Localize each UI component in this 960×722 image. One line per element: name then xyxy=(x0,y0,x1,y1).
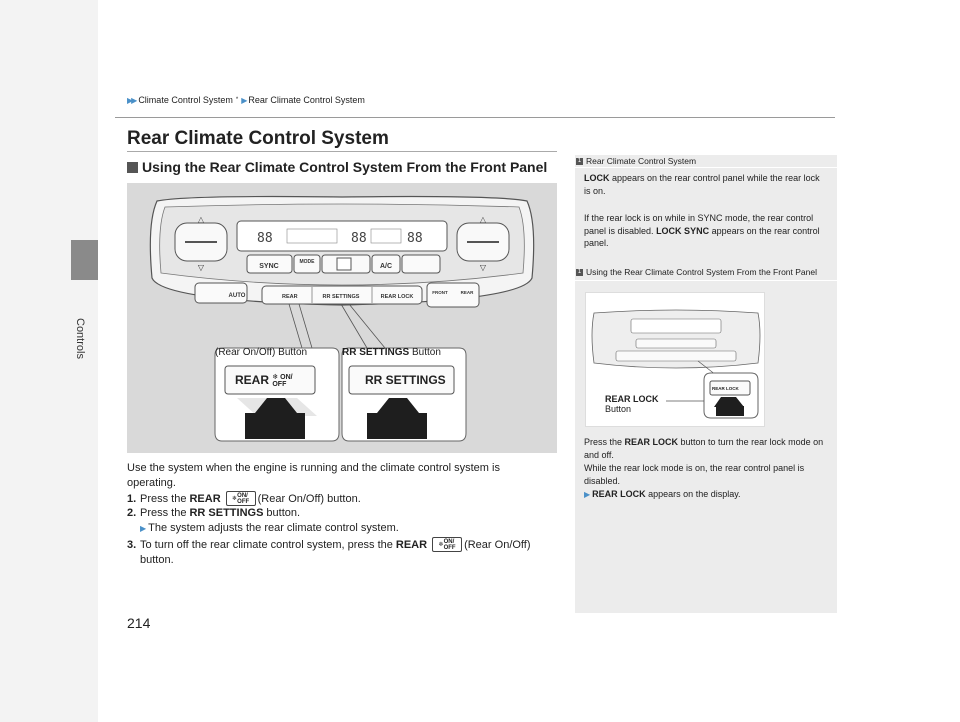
step-2-post: button. xyxy=(266,507,301,519)
note-1-p2a-text: If the rear lock is on while in SYNC mod… xyxy=(584,213,814,236)
svg-text:88: 88 xyxy=(257,231,273,246)
breadcrumb-arrow-icon: ▶ xyxy=(241,95,247,105)
note-1-p1-text: appears on the rear control panel while … xyxy=(584,173,820,196)
section-heading: Using the Rear Climate Control System Fr… xyxy=(127,159,547,175)
zoom-rr-settings-button[interactable]: RR SETTINGS xyxy=(365,373,446,387)
title-rule xyxy=(127,151,557,152)
breadcrumb: ▶▶ Climate Control System * ▶ Rear Clima… xyxy=(127,95,365,105)
note-2-p3-bold: REAR LOCK xyxy=(592,489,646,499)
control-panel-figure: △ ▽ △ ▽ 88 88 88 SYNC MODE A/C AUTO REAR… xyxy=(127,183,557,453)
result-arrow-icon: ▶ xyxy=(140,524,146,533)
note-2-paragraph-2: While the rear lock mode is on, the rear… xyxy=(584,463,805,486)
svg-text:REAR: REAR xyxy=(282,294,298,300)
section-square-icon xyxy=(127,161,138,173)
step-2-num: 2. xyxy=(127,507,137,519)
step-2-bold: RR SETTINGS xyxy=(189,507,264,519)
note-marker-icon: 1 xyxy=(576,157,583,165)
note-2-paragraph-1: Press the REAR LOCK button to turn the r… xyxy=(584,436,824,461)
section-tab-marker xyxy=(71,240,98,280)
callout-right-label: RR SETTINGS Button xyxy=(342,347,441,358)
step-3-post: (Rear On/Off) xyxy=(464,538,531,551)
callout-right-label-bold: RR SETTINGS xyxy=(342,347,410,358)
step-1: 1. Press the REAR ❄ON/OFF (Rear On/Off) … xyxy=(127,491,361,506)
onoff-bottom: OFF xyxy=(443,544,456,551)
svg-text:REAR LOCK: REAR LOCK xyxy=(381,294,414,300)
step-2: 2. Press the RR SETTINGS button. xyxy=(127,507,300,519)
breadcrumb-arrow-icon: ▶▶ xyxy=(127,95,137,105)
step-2-pre: Press the xyxy=(140,507,187,519)
note-marker-icon: 1 xyxy=(576,268,583,276)
svg-text:REAR: REAR xyxy=(461,290,475,295)
callout-right-label-rest: Button xyxy=(409,347,441,358)
step-1-bold: REAR xyxy=(189,492,221,505)
breadcrumb-item-climate[interactable]: Climate Control System xyxy=(138,95,233,105)
note-1-lock-bold: LOCK xyxy=(584,173,610,183)
side-margin xyxy=(0,0,98,722)
rear-lock-illustration xyxy=(591,309,761,419)
note-1-paragraph-2: If the rear lock is on while in SYNC mod… xyxy=(584,212,824,250)
step-2-result-text: The system adjusts the rear climate cont… xyxy=(148,522,399,534)
section-heading-text: Using the Rear Climate Control System Fr… xyxy=(142,159,548,175)
onoff-button-icon: ❄ON/OFF xyxy=(432,537,463,552)
step-3-num: 3. xyxy=(127,538,137,551)
note-1-p2b-text: appears on the rear control panel. xyxy=(584,225,820,249)
zoom-rear-button[interactable]: REAR ❄ ON/OFF xyxy=(235,373,293,388)
step-1-pre: Press the xyxy=(140,492,187,505)
svg-text:RR SETTINGS: RR SETTINGS xyxy=(323,294,360,300)
note-1-rule xyxy=(575,167,837,168)
svg-text:△: △ xyxy=(198,215,205,224)
page-title: Rear Climate Control System xyxy=(127,128,389,149)
rear-lock-callout-bold: REAR LOCK xyxy=(605,394,659,404)
note-1-title: 1 Rear Climate Control System xyxy=(576,156,696,166)
header-rule xyxy=(115,117,835,118)
note-2-p3-text: appears on the display. xyxy=(645,489,741,499)
zoom-onoff-text: ❄ ON/OFF xyxy=(272,373,293,388)
onoff-bottom: OFF xyxy=(237,498,250,505)
note-2-rule xyxy=(575,280,837,281)
step-1-post: (Rear On/Off) button. xyxy=(257,492,361,505)
page-number: 214 xyxy=(127,615,151,631)
note-1-lock-sync-bold: LOCK SYNC xyxy=(656,225,710,236)
svg-text:A/C: A/C xyxy=(380,263,392,270)
intro-paragraph: Use the system when the engine is runnin… xyxy=(127,462,500,489)
onoff-top: ON/ xyxy=(237,492,248,499)
step-2-result: ▶The system adjusts the rear climate con… xyxy=(140,522,399,534)
svg-text:88: 88 xyxy=(407,231,423,246)
note-2-title-text: Using the Rear Climate Control System Fr… xyxy=(586,267,818,277)
rear-lock-zoom-label: REAR LOCK xyxy=(712,386,739,391)
breadcrumb-item-rear-climate[interactable]: Rear Climate Control System xyxy=(248,95,365,105)
zoom-rear-text: REAR xyxy=(235,373,270,387)
result-arrow-icon: ▶ xyxy=(584,490,590,499)
note-2-p1a-text: Press the xyxy=(584,437,625,447)
control-panel-illustration: △ ▽ △ ▽ 88 88 88 SYNC MODE A/C AUTO REAR… xyxy=(149,195,535,442)
onoff-button-icon: ❄ON/OFF xyxy=(225,491,256,506)
svg-text:AUTO: AUTO xyxy=(229,293,246,299)
rear-lock-callout-button: Button xyxy=(605,404,632,414)
svg-text:FRONT: FRONT xyxy=(432,290,448,295)
note-2-rear-lock-bold: REAR LOCK xyxy=(624,437,679,447)
svg-text:MODE: MODE xyxy=(300,259,316,265)
svg-text:88: 88 xyxy=(351,231,367,246)
callout-left-label: (Rear On/Off) Button xyxy=(215,347,308,358)
svg-text:▽: ▽ xyxy=(480,263,487,272)
note-2-title: 1 Using the Rear Climate Control System … xyxy=(576,267,817,277)
step-1-num: 1. xyxy=(127,492,137,505)
step-3-continued: button. xyxy=(140,554,174,566)
note-2-paragraph-3: ▶REAR LOCK appears on the display. xyxy=(584,488,824,502)
breadcrumb-star: * xyxy=(235,97,239,103)
step-3: 3. To turn off the rear climate control … xyxy=(127,537,531,552)
step-3-bold: REAR xyxy=(395,538,428,551)
step-3-pre: To turn off the rear climate control sys… xyxy=(140,538,393,551)
svg-text:△: △ xyxy=(480,215,487,224)
svg-text:SYNC: SYNC xyxy=(259,263,278,270)
side-section-label: Controls xyxy=(74,318,86,359)
onoff-top: ON/ xyxy=(443,538,455,545)
note-1-paragraph-1: LOCK appears on the rear control panel w… xyxy=(584,172,824,197)
note-1-title-text: Rear Climate Control System xyxy=(586,156,697,166)
note-2-p1b-text: button to turn the rear lock mode on and… xyxy=(584,437,824,460)
svg-text:▽: ▽ xyxy=(198,263,205,272)
